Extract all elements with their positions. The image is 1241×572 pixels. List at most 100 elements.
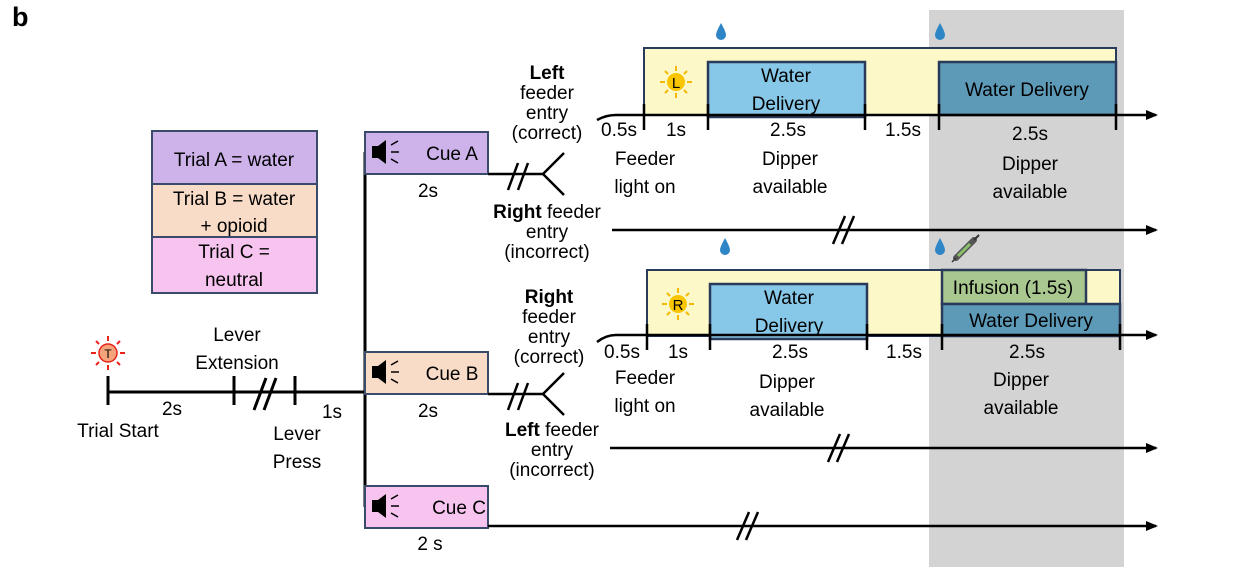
speaker-icon: [372, 494, 399, 518]
water-drop-icon: [716, 23, 726, 40]
trial-legend: Trial A = water Trial B = water + opioid…: [151, 130, 318, 294]
branch-a-dur-25a: 2.5s: [770, 120, 806, 141]
cue-b-box: Cue B: [364, 351, 489, 395]
branch-b-correct-label-1: Right: [525, 287, 574, 308]
branch-a-incorrect-label-1: Right feeder: [493, 202, 601, 223]
duration-1s-label: 1s: [322, 402, 342, 423]
branch-a-dur-1: 1s: [666, 120, 686, 141]
cue-b-duration: 2s: [418, 401, 438, 422]
legend-trial-a-label: Trial A = water: [174, 150, 295, 171]
legend-trial-a: [151, 130, 318, 185]
branch-b-correct-timeline: [596, 324, 1158, 350]
legend-trial-b-label-2: + opioid: [200, 216, 267, 237]
legend-trial-c-label-2: neutral: [205, 270, 263, 291]
branch-a-water-long: Water Delivery: [965, 80, 1089, 101]
branch-b-incorrect-label-1: Left feeder: [505, 420, 600, 441]
branch-b-water-box-2: [940, 302, 1122, 338]
branch-b-correct-label-4: (correct): [514, 347, 585, 368]
branch-a-feeder-light-2: light on: [614, 177, 675, 198]
branch-b-water-2: Delivery: [755, 316, 824, 337]
branch-a-sun-icon: L: [660, 66, 692, 98]
branch-b-sun-icon: R: [662, 288, 694, 320]
branch-a-incorrect-label-3: (incorrect): [504, 242, 590, 263]
main-timeline: [106, 152, 367, 507]
cue-a-label: Cue A: [426, 144, 478, 165]
branch-b-water-box-1: [708, 282, 869, 341]
branch-a-correct-label-1: Left: [530, 63, 566, 84]
cue-c-duration: 2 s: [417, 534, 442, 555]
lever-press-label-1: Lever: [273, 424, 321, 445]
branch-b-incorrect-label-3: (incorrect): [509, 460, 595, 481]
cue-b-label: Cue B: [426, 364, 479, 385]
branch-b-dur-25a: 2.5s: [772, 342, 808, 363]
branch-a-dipper-2: available: [753, 177, 828, 198]
branch-a-water-2: Delivery: [752, 94, 821, 115]
branch-a-correct-timeline: [596, 104, 1158, 130]
branch-a-correct-label-2: feeder: [520, 83, 575, 104]
branch-b-dur-25b: 2.5s: [1009, 342, 1045, 363]
cue-a-duration: 2s: [418, 181, 438, 202]
branch-b-correct-label-3: entry: [528, 327, 571, 348]
branch-a-water-box-2: [937, 60, 1118, 117]
branch-a-light-letter: L: [672, 75, 680, 92]
cue-c-label: Cue C: [432, 498, 486, 519]
branch-a-dipper-b1: Dipper: [1002, 154, 1059, 175]
branch-a-correct-label-4: (correct): [512, 123, 583, 144]
branch-b-dipper-2: available: [750, 400, 825, 421]
legend-trial-b-label-1: Trial B = water: [173, 189, 296, 210]
lever-extension-label-1: Lever: [213, 325, 261, 346]
branch-b-light-letter: R: [673, 297, 684, 314]
water-drop-icon: [935, 238, 945, 255]
legend-trial-b: [151, 183, 318, 238]
legend-trial-c-label-1: Trial C =: [198, 242, 270, 263]
branch-a-dur-25b: 2.5s: [1012, 124, 1048, 145]
branch-b-incorrect-label-2: entry: [531, 440, 574, 461]
branch-b-water-long: Water Delivery: [969, 311, 1093, 332]
legend-trial-c: [151, 236, 318, 294]
branch-b-dipper-1: Dipper: [759, 372, 816, 393]
branch-b-dipper-b2: available: [984, 398, 1059, 419]
branch-b-feeder-light-2: light on: [614, 396, 675, 417]
trial-start-icon-letter: T: [104, 347, 112, 361]
cue-c-box: Cue C: [364, 485, 489, 529]
lever-extension-label-2: Extension: [195, 353, 278, 374]
branch-a-dur-15: 1.5s: [885, 120, 921, 141]
branch-b-incorrect-timeline: [610, 433, 1158, 463]
branch-b-incorrect-rest: feeder: [540, 420, 600, 441]
water-drop-icon: [935, 23, 945, 40]
water-drop-icon: [720, 238, 730, 255]
branch-a-feeder-light-1: Feeder: [615, 149, 676, 170]
panel-label: b: [12, 2, 29, 32]
branch-b-fork: [488, 372, 565, 416]
branch-a-dur-05: 0.5s: [601, 120, 637, 141]
branch-a-incorrect-label-2: entry: [526, 222, 569, 243]
branch-a-incorrect-rest: feeder: [542, 202, 602, 223]
lever-press-label-2: Press: [273, 452, 322, 473]
branch-b-incorrect-bold: Left: [505, 420, 541, 441]
speaker-icon: [372, 360, 399, 384]
branch-b-infusion-label: Infusion (1.5s): [953, 278, 1073, 299]
branch-b-dur-05: 0.5s: [604, 342, 640, 363]
branch-a-correct-label-3: entry: [526, 103, 569, 124]
cue-a-box: Cue A: [364, 131, 489, 175]
branch-b-dur-15: 1.5s: [886, 342, 922, 363]
branch-b-dipper-b1: Dipper: [993, 370, 1050, 391]
branch-b-correct-label-2: feeder: [522, 307, 577, 328]
branch-b-water-1: Water: [764, 288, 815, 309]
branch-a-dipper-1: Dipper: [762, 149, 819, 170]
branch-b-feeder-light-1: Feeder: [615, 368, 676, 389]
trial-start-label: Trial Start: [77, 421, 159, 442]
branch-b-dur-1: 1s: [668, 342, 688, 363]
branch-a-dipper-b2: available: [993, 182, 1068, 203]
trial-start-light-icon: T: [91, 336, 125, 370]
syringe-icon: [951, 234, 980, 263]
duration-2s-label: 2s: [162, 399, 182, 420]
branch-a-fork: [488, 152, 565, 196]
speaker-icon: [372, 140, 399, 164]
branch-a-water-1: Water: [761, 66, 812, 87]
branch-a-incorrect-bold: Right: [493, 202, 542, 223]
branch-a-water-box-1: [706, 60, 867, 119]
branch-a-incorrect-timeline: [612, 215, 1158, 245]
